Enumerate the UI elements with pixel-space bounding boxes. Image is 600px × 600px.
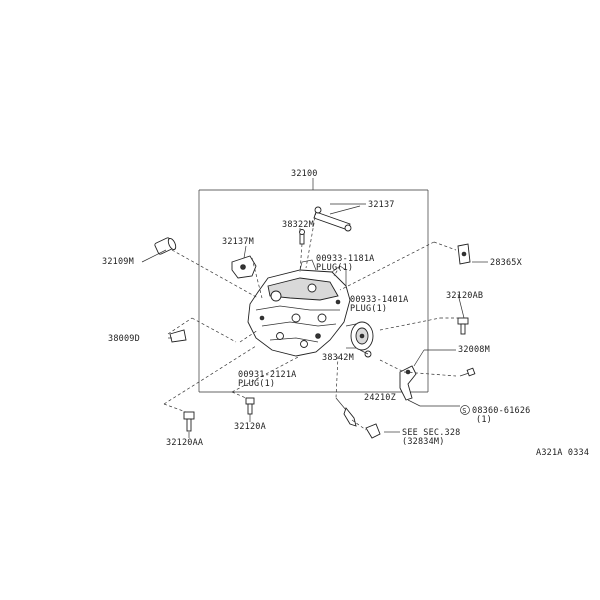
label-32137: 32137 (368, 200, 395, 210)
s-marker: S (460, 405, 470, 415)
assembly-boundary (198, 178, 429, 393)
label-see-sec-328: SEE SEC.328 (402, 428, 461, 438)
cap-32109m[interactable] (154, 237, 177, 255)
harness-clip-24210z[interactable] (343, 407, 357, 427)
label-38009d: 38009D (108, 334, 140, 344)
diagram-code: A321A 0334 (536, 448, 589, 458)
bolt-32120aa[interactable] (183, 411, 195, 432)
label-32100: 32100 (291, 169, 318, 179)
shift-rail-32137[interactable] (313, 205, 361, 232)
leader-lines (141, 203, 488, 438)
label-32137m: 32137M (222, 237, 254, 247)
bolt-small[interactable] (459, 367, 476, 377)
s-marker-text: S (462, 407, 466, 415)
label-00933-1181a-plug: PLUG(1) (316, 263, 353, 273)
dashed-leader-lines (163, 211, 458, 431)
bolt-32120ab[interactable] (457, 317, 469, 335)
label-00933-1401a: 00933-1401A (350, 295, 409, 305)
label-00933-1401a-plug: PLUG(1) (350, 304, 387, 314)
label-32120aa: 32120AA (166, 438, 203, 448)
output-flange[interactable] (345, 321, 374, 351)
label-08360-61626: 08360-61626 (472, 406, 531, 416)
label-32120ab: 32120AB (446, 291, 483, 301)
label-00931-2121a-plug: PLUG(1) (238, 379, 275, 389)
bracket-32137m[interactable] (231, 245, 257, 279)
label-32109m: 32109M (102, 257, 134, 267)
bolt-32120a[interactable] (245, 397, 255, 415)
label-28365x: 28365X (490, 258, 523, 268)
label-32120a: 32120A (234, 422, 266, 432)
label-see-sec-ref: (32834M) (402, 437, 445, 447)
label-08360-qty: (1) (476, 415, 492, 425)
clip-28365x[interactable] (457, 243, 471, 265)
connector-sec328[interactable] (365, 423, 381, 439)
seal-38009d[interactable] (169, 329, 187, 343)
label-38342m: 38342M (322, 353, 354, 363)
label-24210z: 24210Z (364, 393, 396, 403)
label-38322m: 38322M (282, 220, 314, 230)
label-00931-2121a: 00931-2121A (238, 370, 297, 380)
shift-arm-32008m[interactable] (399, 365, 417, 401)
label-32008m: 32008M (458, 345, 490, 355)
transfer-case-housing[interactable] (247, 259, 351, 357)
label-00933-1181a: 00933-1181A (316, 254, 375, 264)
